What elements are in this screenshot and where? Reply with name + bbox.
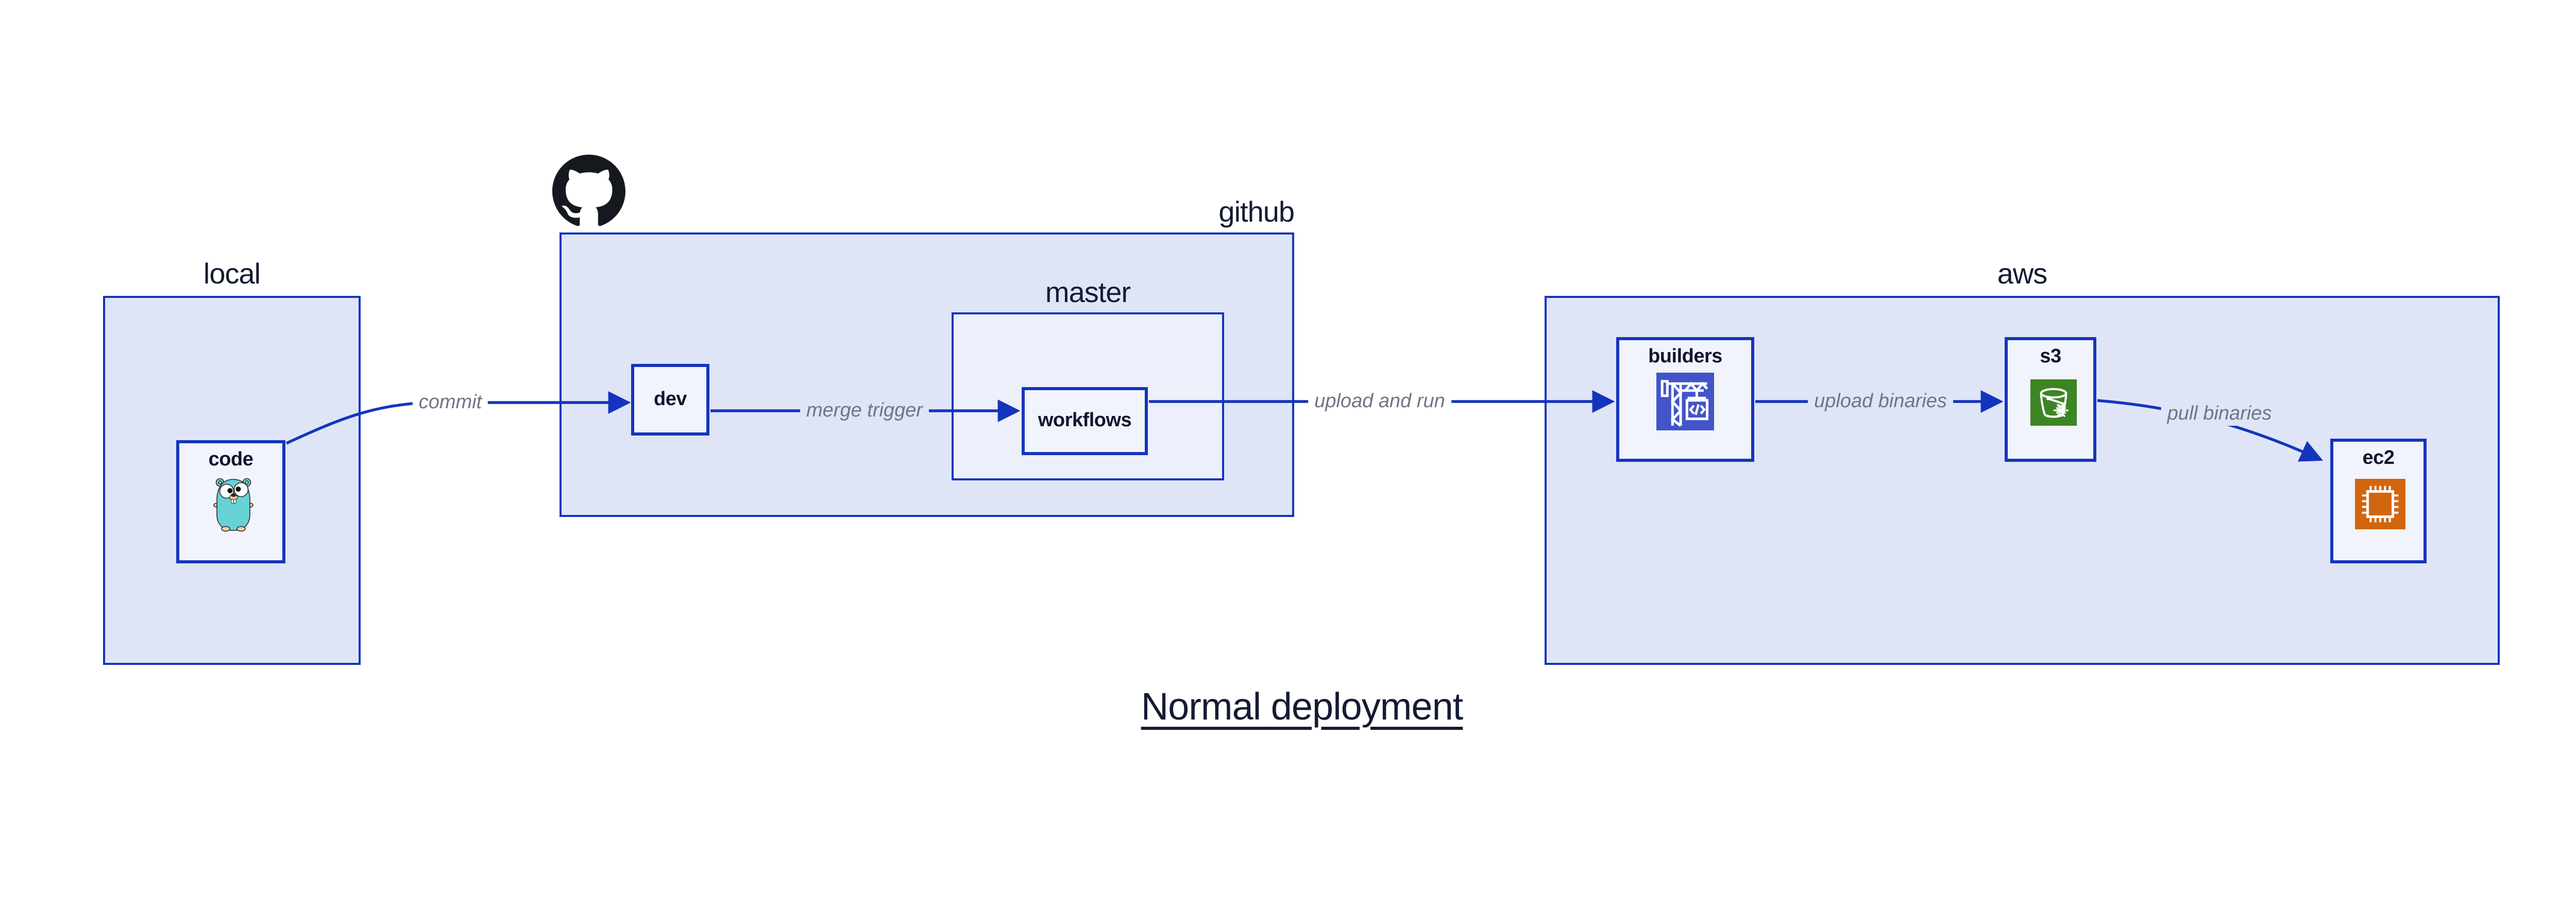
node-builders-label: builders: [1648, 345, 1722, 367]
codebuild-crane-icon: [1656, 373, 1714, 430]
node-dev: dev: [631, 364, 709, 436]
container-aws-title: aws: [1997, 257, 2048, 290]
edge-label-pull-binaries: pull binaries: [2161, 402, 2278, 426]
node-workflows-label: workflows: [1038, 409, 1132, 431]
ec2-chip-icon: [2355, 479, 2405, 529]
github-octocat-icon: [552, 155, 625, 226]
container-master-title: master: [1045, 276, 1131, 308]
node-dev-label: dev: [654, 388, 687, 410]
node-code: code: [176, 440, 285, 563]
node-s3-label: s3: [2040, 345, 2061, 367]
edge-label-upload-and-run: upload and run: [1308, 390, 1451, 413]
edge-label-upload-binaries: upload binaries: [1808, 390, 1953, 413]
diagram-title: Normal deployment: [1141, 685, 1464, 728]
container-local-title: local: [203, 257, 261, 290]
node-workflows: workflows: [1022, 387, 1148, 455]
node-ec2-label: ec2: [2362, 447, 2395, 469]
go-gopher-icon: [213, 478, 253, 532]
node-s3: s3: [2005, 337, 2096, 462]
container-github-title: github: [1218, 195, 1295, 228]
edge-label-merge-trigger: merge trigger: [800, 399, 929, 423]
node-ec2: ec2: [2330, 439, 2427, 563]
s3-bucket-icon: [2030, 379, 2077, 426]
edge-label-commit: commit: [412, 391, 488, 414]
node-code-label: code: [208, 448, 253, 470]
node-builders: builders: [1616, 337, 1754, 462]
